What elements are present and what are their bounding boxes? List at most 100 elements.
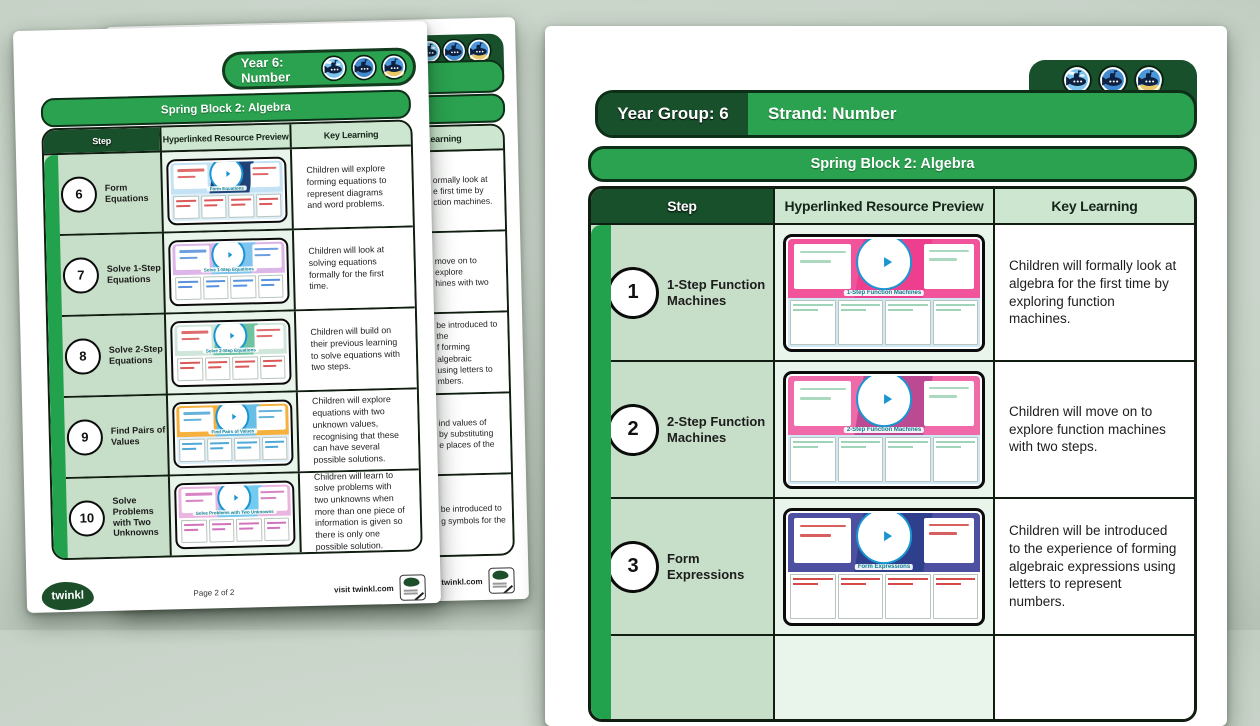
key-learning-text: Children will explore equations with two… — [311, 394, 400, 465]
key-learning-text: be introduced to g symbols for the — [440, 502, 506, 526]
slide-left-panel — [177, 326, 212, 352]
year-number-label: Year 6: Number — [240, 54, 291, 86]
submarine-icon — [466, 38, 491, 63]
worksheet-thumb — [206, 437, 233, 462]
step-number-badge: 10 — [68, 499, 106, 537]
slide-right-panel — [253, 324, 284, 350]
worksheet-thumb — [932, 437, 978, 482]
play-icon[interactable] — [856, 238, 912, 291]
submarine-icons — [321, 54, 408, 82]
green-strip — [591, 225, 611, 719]
slide-right-panel — [255, 405, 286, 431]
step-cell — [611, 636, 773, 719]
step-cell: 7 Solve 1-Step Equations — [59, 233, 164, 316]
preview-worksheets — [788, 298, 980, 347]
step-label: Form Expressions — [667, 550, 745, 582]
step-number: 9 — [81, 429, 89, 445]
submarine-icon — [1098, 65, 1128, 95]
strand-label: Strand: Number — [768, 104, 897, 123]
submarine-icon — [351, 54, 377, 81]
key-learning-text: ormally look at e first time by ction ma… — [432, 173, 493, 208]
resource-preview-link[interactable]: 2-Step Function Machines — [783, 370, 985, 489]
year-group-label: Year Group: 6 — [598, 93, 748, 135]
slide-left-panel — [179, 407, 214, 433]
preview-title: 1-Step Function Machines — [843, 289, 925, 296]
step-number: 10 — [79, 510, 95, 526]
table-header: Step Hyperlinked Resource Preview Key Le… — [591, 189, 1194, 223]
worksheet-thumb — [257, 274, 284, 298]
slide-left-panel — [175, 245, 210, 271]
year-header-pill: Year 6: Number — [221, 47, 417, 91]
step-number-badge: 3 — [611, 540, 659, 593]
step-label: Find Pairs of Values — [110, 424, 166, 447]
step-label: Form Equations — [104, 182, 149, 204]
slide-left-panel — [793, 243, 852, 290]
twinkl-quality-badge — [488, 567, 515, 594]
table-row: 7 Solve 1-Step Equations Solve 1-Step Eq… — [59, 225, 415, 316]
worksheet-thumb — [932, 574, 978, 619]
visit-link[interactable]: visit twinkl.com — [334, 583, 394, 594]
slide-left-panel — [173, 164, 208, 190]
step-number: 7 — [77, 267, 85, 283]
step-label: Solve 2-Step Equations — [108, 343, 163, 366]
resource-preview-link[interactable]: Form Equations — [166, 156, 288, 225]
preview-cell: 2-Step Function Machines — [773, 362, 993, 497]
page-1-large: Year Group: 6 Strand: Number Spring Bloc… — [545, 26, 1227, 726]
step-cell: 8 Solve 2-Step Equations — [61, 314, 166, 397]
table-row: 1 1-Step Function Machines 1-Step Functi… — [611, 225, 1194, 360]
preview-slide: Solve 2-Step Equations — [174, 322, 287, 356]
worksheet-thumb — [229, 274, 257, 299]
play-icon[interactable] — [856, 375, 912, 428]
key-learning-text: Children will look at solving equations … — [308, 244, 385, 292]
header-key-learning: Key Learning — [289, 121, 411, 148]
submarine-icon — [381, 54, 407, 80]
page-number: Page 2 of 2 — [193, 587, 235, 598]
slide-right-panel — [257, 486, 288, 512]
preview-worksheets — [174, 353, 288, 383]
step-cell: 9 Find Pairs of Values — [63, 395, 168, 477]
step-number-badge: 9 — [66, 418, 104, 456]
worksheet-thumb — [233, 436, 260, 461]
worksheet-thumb — [790, 574, 836, 619]
key-learning-text: ind values of by substituting e places o… — [438, 416, 495, 451]
key-learning-cell: Children will build on their previous le… — [293, 308, 417, 391]
worksheet-thumb — [231, 355, 259, 380]
key-learning-cell: Children will move on to explore functio… — [993, 362, 1194, 497]
resource-preview-link[interactable]: Find Pairs of Values — [172, 398, 294, 468]
preview-title: Form Equations — [206, 185, 248, 192]
slide-left-panel — [793, 517, 852, 564]
submarine-icon — [321, 55, 347, 82]
preview-slide: Find Pairs of Values — [176, 403, 289, 437]
header-key-learning: Key Learning — [993, 189, 1194, 223]
preview-title: Form Expressions — [854, 563, 914, 570]
step-number: 2 — [627, 418, 639, 440]
preview-slide: Solve 1-Step Equations — [172, 241, 285, 275]
table-body: 1 1-Step Function Machines 1-Step Functi… — [591, 223, 1194, 719]
key-learning-cell: Children will formally look at algebra f… — [993, 225, 1194, 360]
step-number-badge: 6 — [60, 175, 98, 213]
worksheet-thumb — [837, 437, 883, 482]
slide-left-panel — [793, 380, 852, 427]
preview-cell: Solve 1-Step Equations — [161, 230, 294, 313]
step-cell: 1 1-Step Function Machines — [611, 225, 773, 360]
step-number: 3 — [627, 555, 639, 577]
resource-preview-link[interactable]: 1-Step Function Machines — [783, 233, 985, 352]
key-learning-cell: Children will explore forming equations … — [289, 146, 413, 229]
preview-slide: 1-Step Function Machines — [788, 238, 980, 299]
resource-preview-link[interactable]: Solve 2-Step Equations — [170, 317, 292, 387]
preview-worksheets — [788, 435, 980, 484]
preview-cell: Solve Problems with Two Unknowns — [167, 473, 300, 556]
table-row: 6 Form Equations Form Equations — [57, 146, 413, 235]
resource-preview-link[interactable]: Solve 1-Step Equations — [168, 236, 290, 306]
resource-preview-link[interactable]: Solve Problems with Two Unknowns — [174, 479, 296, 549]
header-preview: Hyperlinked Resource Preview — [773, 189, 993, 223]
step-cell: 3 Form Expressions — [611, 499, 773, 634]
key-learning-text: Children will learn to solve problems wi… — [313, 470, 405, 552]
resource-preview-link[interactable]: Form Expressions — [783, 507, 985, 626]
table-row: 3 Form Expressions Form Expressions — [611, 497, 1194, 634]
key-learning-text: Children will move on to explore functio… — [1009, 403, 1166, 455]
key-learning-cell: Children will look at solving equations … — [291, 227, 415, 310]
play-icon[interactable] — [856, 512, 912, 565]
worksheet-thumb — [885, 574, 931, 619]
slide-right-panel — [249, 162, 280, 188]
